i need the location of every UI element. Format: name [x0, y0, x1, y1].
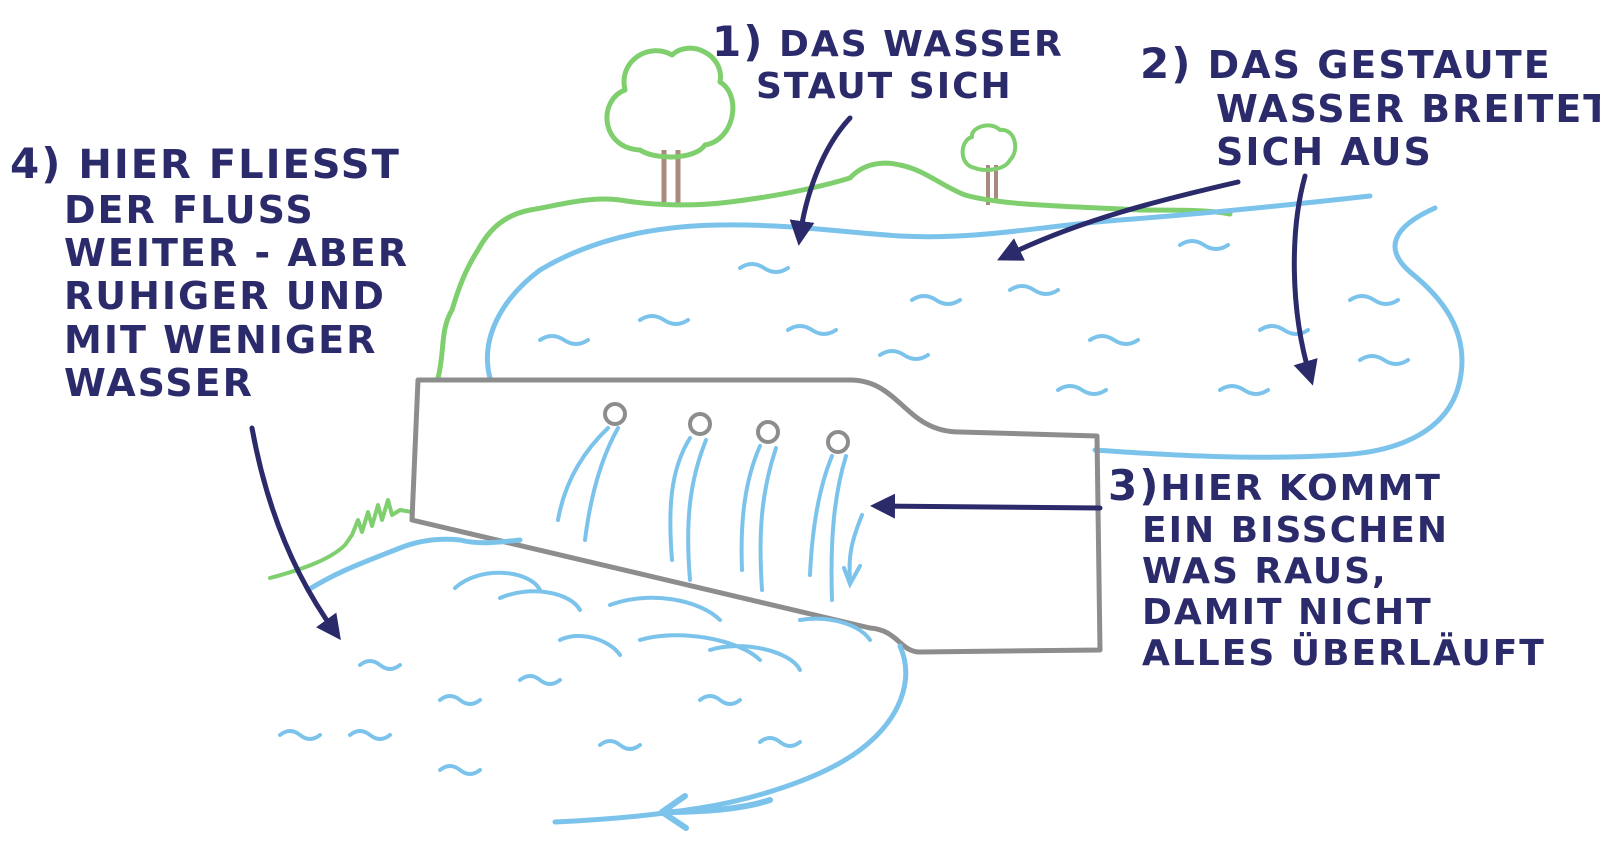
downstream-river: [305, 536, 909, 825]
outlet-holes: [603, 402, 850, 454]
water-jets: [556, 426, 864, 602]
label-3-line-2: ein bisschen: [1142, 509, 1449, 551]
arrow-3: [870, 493, 1103, 519]
label-1-line-2: staut sich: [756, 65, 1013, 107]
reservoir-water: [484, 193, 1465, 460]
riverbank-grass: [435, 160, 1233, 381]
label-4-line-1: Hier fliesst: [78, 142, 401, 188]
big-tree-icon: [604, 45, 736, 206]
label-4-line-3: weiter - aber: [64, 230, 409, 275]
label-3-line-1: Hier kommt: [1160, 468, 1442, 509]
dam-wall: [409, 377, 1103, 655]
label-4-number: 4): [10, 139, 63, 188]
label-3-number: 3): [1108, 461, 1161, 510]
label-1-number: 1): [712, 17, 765, 66]
arrow-2a: [997, 179, 1241, 261]
label-2-line-1: Das gestaute: [1207, 43, 1552, 87]
label-2-line-3: sich aus: [1216, 130, 1433, 175]
arrow-1: [789, 115, 853, 246]
label-3-line-4: damit nicht: [1142, 591, 1433, 633]
label-4-line-2: der Fluss: [64, 187, 315, 232]
label-4-line-5: mit weniger: [64, 317, 378, 362]
label-1-line-1: Das Wasser: [778, 24, 1064, 65]
downstream-ripples: [278, 570, 872, 776]
arrow-2b: [1291, 173, 1318, 386]
lower-bank-grass: [268, 498, 414, 580]
label-2-number: 2): [1140, 39, 1193, 88]
label-river-continues: 4) Hier fliesst der Fluss weiter - aber …: [10, 140, 409, 405]
label-4-line-4: ruhiger und: [64, 274, 386, 319]
label-spreading-water: 2) Das gestaute Wasser breitet sich aus: [1140, 40, 1600, 175]
small-tree-icon: [960, 123, 1018, 205]
annotation-arrows: [249, 115, 1318, 641]
label-4-line-6: Wasser: [64, 360, 254, 405]
label-dammed-water: 1) Das Wasser staut sich: [712, 18, 1064, 107]
label-3-line-5: alles überläuft: [1142, 632, 1546, 674]
label-outflow: 3)Hier kommt ein bisschen was raus, dami…: [1108, 462, 1546, 674]
reservoir-ripples: [538, 239, 1410, 396]
arrow-4: [249, 425, 341, 641]
flow-direction-arrow-icon: [659, 793, 773, 831]
label-2-line-2: Wasser breitet: [1216, 86, 1600, 131]
label-3-line-3: was raus,: [1142, 550, 1388, 592]
